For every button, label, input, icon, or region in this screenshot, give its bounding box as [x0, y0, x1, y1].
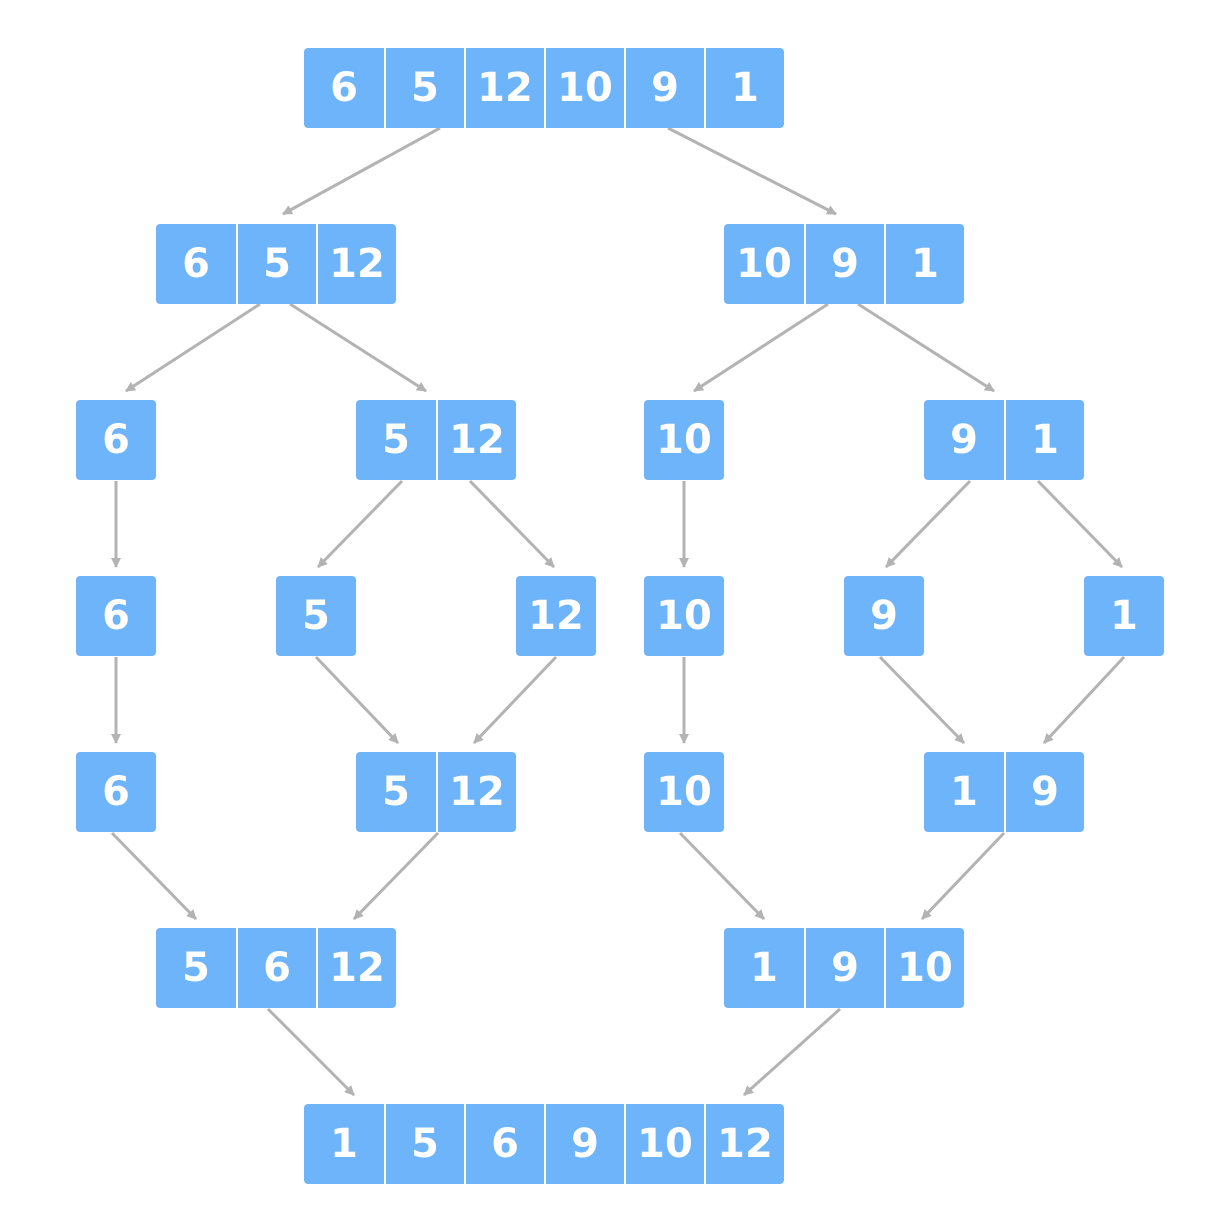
- array-root: 6 5 12 10 9 1: [304, 48, 784, 128]
- array-right-single-10: 10: [644, 400, 724, 480]
- cell: 6: [304, 48, 384, 128]
- array-right-10-level4: 10: [644, 576, 724, 656]
- array-right-1: 1: [1084, 576, 1164, 656]
- arrow-left-to-pair: [289, 302, 427, 393]
- array-left-single-6: 6: [76, 400, 156, 480]
- cell: 10: [644, 400, 724, 480]
- cell: 12: [464, 48, 544, 128]
- arrow-pair-to-1: [1036, 479, 1124, 569]
- arrow-left-to-6: [125, 302, 261, 393]
- cell: 6: [76, 752, 156, 832]
- cell: 5: [356, 400, 436, 480]
- cell: 6: [76, 576, 156, 656]
- cell: 12: [436, 400, 516, 480]
- cell: 1: [704, 48, 784, 128]
- cell: 5: [384, 1104, 464, 1184]
- arrow-1-merge: [1042, 655, 1126, 745]
- cell: 9: [1004, 752, 1084, 832]
- array-result: 1 5 6 9 10 12: [304, 1104, 784, 1184]
- arrow-pair-to-12: [468, 479, 556, 569]
- cell: 10: [644, 576, 724, 656]
- arrow-pair-to-merge-left: [352, 831, 440, 921]
- array-left-5: 5: [276, 576, 356, 656]
- cell: 1: [884, 224, 964, 304]
- cell: 12: [316, 928, 396, 1008]
- cell: 1: [924, 752, 1004, 832]
- array-left-12: 12: [516, 576, 596, 656]
- cell: 1: [304, 1104, 384, 1184]
- arrow-9-merge: [878, 655, 966, 745]
- cell: 10: [544, 48, 624, 128]
- cell: 12: [436, 752, 516, 832]
- cell: 10: [644, 752, 724, 832]
- array-split-right: 10 9 1: [724, 224, 964, 304]
- cell: 5: [236, 224, 316, 304]
- arrow-right-to-10: [693, 302, 829, 393]
- cell: 5: [156, 928, 236, 1008]
- array-merge-right: 1 9 10: [724, 928, 964, 1008]
- arrow-right-to-result: [742, 1007, 842, 1097]
- array-right-pair: 9 1: [924, 400, 1084, 480]
- cell: 6: [236, 928, 316, 1008]
- cell: 6: [156, 224, 236, 304]
- arrow-5-merge: [314, 655, 400, 745]
- cell: 10: [624, 1104, 704, 1184]
- cell: 10: [724, 224, 804, 304]
- array-right-9: 9: [844, 576, 924, 656]
- cell: 9: [804, 224, 884, 304]
- arrow-pair-to-5: [316, 479, 404, 569]
- cell: 6: [464, 1104, 544, 1184]
- arrow-root-to-right: [667, 126, 837, 216]
- arrow-6-to-merge-left: [110, 831, 198, 921]
- cell: 10: [884, 928, 964, 1008]
- cell: 9: [624, 48, 704, 128]
- arrow-pair-to-9: [884, 479, 972, 569]
- arrow-10-to-merge-right: [678, 831, 766, 921]
- cell: 1: [1084, 576, 1164, 656]
- cell: 12: [316, 224, 396, 304]
- cell: 9: [544, 1104, 624, 1184]
- array-left-merged-pair: 5 12: [356, 752, 516, 832]
- array-right-merged-pair: 1 9: [924, 752, 1084, 832]
- cell: 5: [276, 576, 356, 656]
- array-merge-left: 5 6 12: [156, 928, 396, 1008]
- array-left-6-level4: 6: [76, 576, 156, 656]
- arrow-root-to-left: [282, 126, 441, 216]
- array-split-left: 6 5 12: [156, 224, 396, 304]
- arrow-pair-to-merge-right: [920, 831, 1006, 921]
- cell: 9: [924, 400, 1004, 480]
- cell: 1: [1004, 400, 1084, 480]
- cell: 12: [704, 1104, 784, 1184]
- cell: 5: [384, 48, 464, 128]
- cell: 1: [724, 928, 804, 1008]
- array-right-10-level5: 10: [644, 752, 724, 832]
- arrow-left-to-result: [266, 1007, 356, 1097]
- cell: 9: [844, 576, 924, 656]
- cell: 5: [356, 752, 436, 832]
- arrow-12-merge: [472, 655, 558, 745]
- cell: 12: [516, 576, 596, 656]
- arrow-right-to-pair: [857, 302, 995, 393]
- array-left-6-level5: 6: [76, 752, 156, 832]
- cell: 6: [76, 400, 156, 480]
- array-left-pair: 5 12: [356, 400, 516, 480]
- cell: 9: [804, 928, 884, 1008]
